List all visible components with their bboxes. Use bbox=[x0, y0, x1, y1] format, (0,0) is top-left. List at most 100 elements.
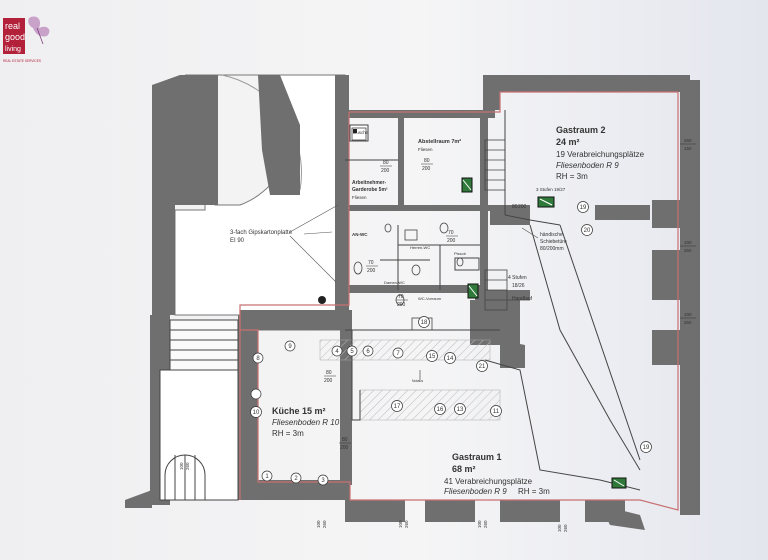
main-stairs bbox=[159, 319, 239, 501]
door-6-width: 80 bbox=[326, 370, 332, 376]
abstellraum-name: Abstellraum 7m² bbox=[418, 138, 461, 145]
kueche-height: RH = 3m bbox=[272, 429, 304, 438]
marker-2: 2 bbox=[290, 472, 302, 484]
marker-7: 7 bbox=[392, 347, 404, 359]
gastraum2-room: Gastraum 2 24 m² 19 Verabreichungsplätze… bbox=[556, 125, 645, 181]
svg-text:16: 16 bbox=[437, 407, 444, 413]
marker-9: 9 bbox=[284, 340, 296, 352]
annotations: 3-fach Gipskartonplatte EI 90 3 Stufen 1… bbox=[230, 187, 567, 383]
kueche-floor: Fliesenboden R 10 bbox=[272, 418, 340, 427]
exit-signs bbox=[318, 177, 627, 489]
marker-20: 20 bbox=[581, 224, 593, 236]
logo-good: good bbox=[5, 32, 25, 42]
schiebetuer-note3: 80/200mm bbox=[540, 246, 564, 252]
svg-text:6: 6 bbox=[366, 349, 370, 355]
window-2-width: 100 bbox=[684, 240, 692, 245]
svg-text:8: 8 bbox=[256, 356, 260, 362]
gastraum2-floor: Fliesenboden R 9 bbox=[556, 161, 619, 170]
pissoir-label: Pissoir bbox=[454, 251, 467, 256]
svg-text:18: 18 bbox=[421, 320, 428, 326]
door-3-height: 200 bbox=[447, 238, 456, 244]
gastraum1-height: RH = 3m bbox=[518, 487, 550, 496]
numbered-markers: 19 20 21 18 4 5 6 7 15 14 9 8 10 1 2 3 1… bbox=[250, 201, 652, 486]
window-7-width: 100 bbox=[557, 524, 562, 532]
gastraum1-name: Gastraum 1 bbox=[452, 452, 502, 462]
marker-13: 13 bbox=[454, 403, 466, 415]
window-5-width: 100 bbox=[398, 520, 403, 528]
garderobe-floor: Fliesen bbox=[352, 195, 367, 200]
svg-text:19: 19 bbox=[580, 205, 587, 211]
company-logo: real good living REAL ESTATE SERVICES bbox=[3, 14, 63, 66]
gastraum1-floor: Fliesenboden R 9 bbox=[444, 487, 507, 496]
window-3-height: 260 bbox=[684, 320, 692, 325]
marker-14: 14 bbox=[444, 352, 456, 364]
gastraum2-name: Gastraum 2 bbox=[556, 125, 606, 135]
marker-1: 1 bbox=[261, 470, 273, 482]
marker-3: 3 bbox=[317, 474, 329, 486]
schiebetuer-note1: händische bbox=[540, 232, 563, 238]
schiebetuer-note2: Schiebetüre bbox=[540, 239, 567, 245]
door-5-height: 200 bbox=[397, 302, 406, 308]
service-stairs bbox=[484, 139, 530, 311]
svg-text:11: 11 bbox=[493, 409, 500, 415]
marker-8: 8 bbox=[252, 352, 264, 364]
window-2-height: 260 bbox=[684, 248, 692, 253]
marker-12 bbox=[250, 388, 262, 400]
door-2-height: 200 bbox=[422, 166, 431, 172]
dusche-label: Dusche bbox=[353, 130, 369, 135]
marker-4: 4 bbox=[331, 345, 343, 357]
an-wc-label: AN-WC bbox=[352, 232, 368, 237]
stufen4-ratio: 18/26 bbox=[512, 283, 525, 289]
partitions bbox=[345, 110, 641, 491]
marker-21: 21 bbox=[476, 360, 488, 372]
svg-text:20: 20 bbox=[584, 228, 591, 234]
svg-text:9: 9 bbox=[288, 344, 292, 350]
gastraum1-area: 68 m² bbox=[452, 464, 476, 474]
svg-text:13: 13 bbox=[457, 407, 464, 413]
window-5-height: 260 bbox=[404, 520, 409, 528]
svg-text:3: 3 bbox=[321, 478, 325, 484]
door-1-height: 200 bbox=[381, 168, 390, 174]
window-1-width: 260 bbox=[684, 138, 692, 143]
gastraum1-room: Gastraum 1 68 m² 41 Verabreichungsplätze… bbox=[444, 452, 550, 496]
door-8-width: 80 bbox=[512, 204, 518, 210]
window-4-width: 100 bbox=[316, 520, 321, 528]
marker-15: 15 bbox=[426, 350, 438, 362]
window-8-height: 260 bbox=[185, 462, 190, 470]
door-6-height: 200 bbox=[324, 378, 333, 384]
service-rooms: Dusche Abstellraum 7m² Fliesen Arbeitneh… bbox=[351, 127, 467, 331]
gipskarton-ei: EI 90 bbox=[230, 238, 245, 244]
garderobe-name: Arbeitnehmer- bbox=[352, 180, 387, 186]
svg-text:1: 1 bbox=[265, 474, 269, 480]
marker-18: 18 bbox=[418, 316, 430, 328]
handlauf-note: Handlauf bbox=[512, 296, 533, 302]
door-8-height: 200 bbox=[518, 204, 527, 210]
marker-6: 6 bbox=[362, 345, 374, 357]
herren-wc-label: Herren-WC bbox=[410, 245, 430, 250]
wc-vorraum-label: WC-Vorraum bbox=[418, 296, 442, 301]
svg-text:7: 7 bbox=[396, 351, 400, 357]
gastraum2-height: RH = 3m bbox=[556, 172, 588, 181]
svg-text:4: 4 bbox=[335, 349, 339, 355]
svg-text:21: 21 bbox=[479, 364, 486, 370]
damen-wc-label: Damen-WC bbox=[384, 280, 405, 285]
window-1-height: 150 bbox=[684, 146, 692, 151]
garderobe-name2: Garderobe 5m² bbox=[352, 187, 388, 193]
marker-11: 11 bbox=[490, 405, 502, 417]
logo-graphic: real good living REAL ESTATE SERVICES bbox=[3, 16, 50, 63]
svg-text:10: 10 bbox=[253, 410, 260, 416]
marker-17: 17 bbox=[391, 400, 403, 412]
door-5-width: 70 bbox=[398, 294, 404, 300]
svg-text:15: 15 bbox=[429, 354, 436, 360]
door-3-width: 70 bbox=[448, 230, 454, 236]
logo-tagline: REAL ESTATE SERVICES bbox=[3, 59, 41, 63]
gastraum2-area: 24 m² bbox=[556, 137, 580, 147]
door-4-height: 200 bbox=[367, 268, 376, 274]
window-8-width: 100 bbox=[179, 462, 184, 470]
svg-text:5: 5 bbox=[350, 349, 354, 355]
stufen3-note: 3 Stufen 19/27 bbox=[536, 187, 566, 192]
door-7-height: 200 bbox=[340, 445, 349, 451]
abstellraum-floor: Fliesen bbox=[418, 147, 433, 152]
stufen4-note: 4 Stufen bbox=[508, 275, 527, 281]
